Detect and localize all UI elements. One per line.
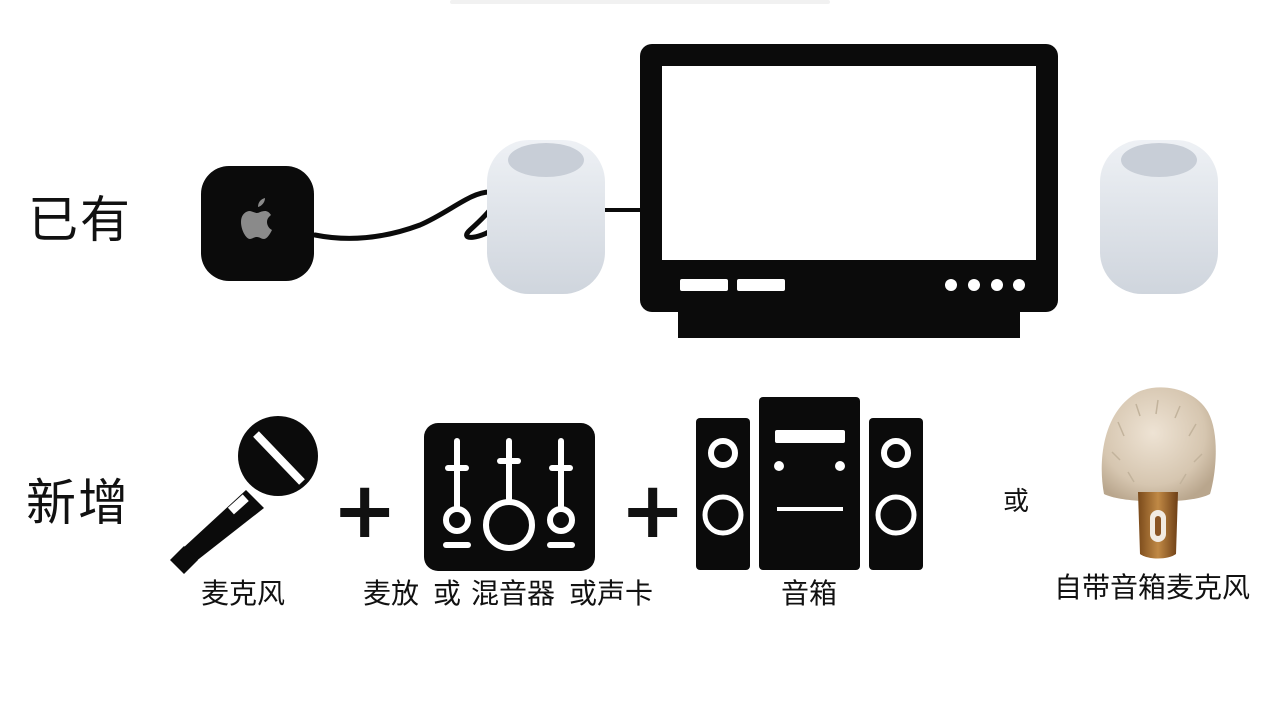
or-alternative: 或 <box>1003 487 1030 517</box>
new-row-label: 新增 <box>26 474 130 532</box>
apple-tv-icon <box>201 166 314 281</box>
self-speaker-mic-caption: 自带音箱麦克风 <box>1054 571 1251 604</box>
existing-row-label: 已有 <box>28 191 132 249</box>
homepod-right-icon <box>1100 140 1218 294</box>
sound-card-caption: 或声卡 <box>569 577 654 610</box>
amp-caption-1: 麦放 <box>363 577 420 610</box>
mixer-caption: 混音器 <box>471 577 556 610</box>
top-edge-bar <box>450 0 830 4</box>
speaker-system-icon <box>696 397 923 570</box>
plus-operator-2: + <box>620 466 686 556</box>
fuzzy-speaker-microphone-icon <box>1101 387 1216 559</box>
homepod-left-icon <box>487 140 605 294</box>
tv-icon <box>640 44 1058 338</box>
microphone-caption: 麦克风 <box>201 577 286 610</box>
or-caption-1: 或 <box>433 577 462 610</box>
mixer-icon <box>424 423 595 571</box>
speakers-caption: 音箱 <box>781 577 838 610</box>
microphone-icon <box>170 416 318 574</box>
plus-operator-1: + <box>332 466 398 556</box>
